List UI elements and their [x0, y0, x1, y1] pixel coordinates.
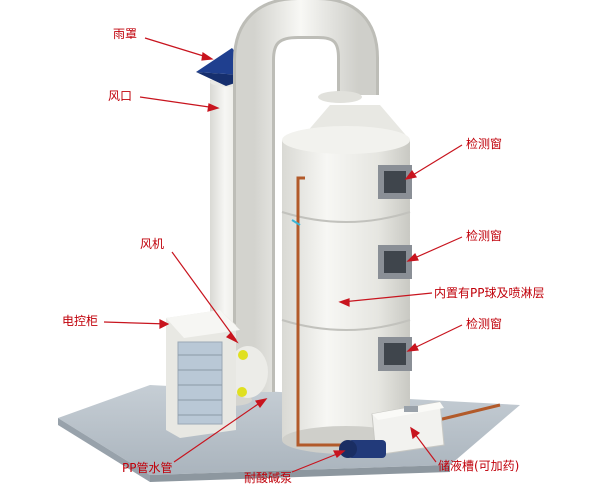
label-fan: 风机: [140, 237, 165, 251]
label-air-outlet: 风口: [108, 89, 133, 103]
acid-pump: [339, 440, 386, 458]
label-inspection-window-2: 检测窗: [466, 229, 503, 243]
label-rain-cover: 雨罩: [113, 27, 138, 41]
spray-nozzle: [291, 219, 301, 226]
label-inspection-window-3: 检测窗: [466, 317, 503, 331]
leader-lines: [103, 37, 463, 473]
inspection-window-3: [378, 337, 412, 371]
label-liquid-tank: 储液槽(可加药): [438, 459, 520, 473]
label-pp-water-pipe: PP管水管: [122, 461, 173, 475]
inspection-window-2: [378, 245, 412, 279]
fan: [228, 346, 268, 398]
label-inspection-window-1: 检测窗: [466, 137, 503, 151]
label-acid-pump: 耐酸碱泵: [244, 471, 293, 485]
scrubber-tower: [281, 105, 411, 454]
label-control-cabinet: 电控柜: [62, 314, 99, 328]
label-packing-layer: 内置有PP球及喷淋层: [434, 286, 545, 300]
connecting-duct: [233, 0, 379, 392]
control-cabinet: [166, 310, 240, 438]
inspection-window-1: [378, 165, 412, 199]
